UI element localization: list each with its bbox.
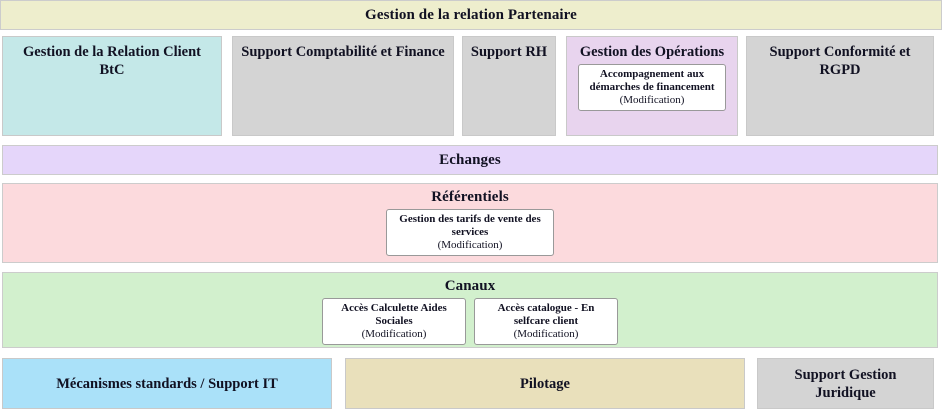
- capability-title: Support Conformité et RGPD: [769, 44, 911, 78]
- card-subtitle: (Modification): [361, 328, 427, 340]
- footer-box-pilotage[interactable]: Pilotage: [345, 358, 745, 409]
- capability-box-support-conformite-rgpd[interactable]: Support Conformité et RGPD: [746, 36, 934, 136]
- capability-title: Support Comptabilité et Finance: [241, 44, 445, 60]
- footer-title: Mécanismes standards / Support IT: [56, 375, 278, 392]
- band-referentiels[interactable]: Référentiels Gestion des tarifs de vente…: [2, 183, 938, 263]
- banner-title: Gestion de la relation Partenaire: [365, 6, 577, 23]
- banner-gestion-relation-partenaire: Gestion de la relation Partenaire: [0, 0, 942, 30]
- card-acces-calculette-aides-sociales[interactable]: Accès Calculette Aides Sociales (Modific…: [322, 298, 466, 345]
- footer-title: Pilotage: [520, 375, 570, 392]
- card-accompagnement-demarches-financement[interactable]: Accompagnement aux démarches de financem…: [578, 64, 726, 111]
- card-title: Accès Calculette Aides Sociales: [341, 302, 447, 327]
- band-title: Canaux: [444, 278, 496, 294]
- capability-box-support-comptabilite-finance[interactable]: Support Comptabilité et Finance: [232, 36, 454, 136]
- card-acces-catalogue-selfcare-client[interactable]: Accès catalogue - En selfcare client (Mo…: [474, 298, 618, 345]
- band-canaux[interactable]: Canaux Accès Calculette Aides Sociales (…: [2, 272, 938, 348]
- band-title: Référentiels: [431, 189, 509, 205]
- capability-title: Gestion des Opérations: [579, 44, 725, 60]
- card-subtitle: (Modification): [619, 94, 685, 106]
- capability-box-support-rh[interactable]: Support RH: [462, 36, 556, 136]
- capability-box-gestion-relation-client-btc[interactable]: Gestion de la Relation Client BtC: [2, 36, 222, 136]
- footer-box-support-gestion-juridique[interactable]: Support Gestion Juridique: [757, 358, 934, 409]
- band-title: Echanges: [439, 151, 501, 168]
- card-subtitle: (Modification): [437, 239, 503, 251]
- footer-title: Support Gestion Juridique: [794, 366, 897, 401]
- band-echanges[interactable]: Echanges: [2, 145, 938, 175]
- card-title: Gestion des tarifs de vente des services: [399, 213, 541, 238]
- card-title: Accompagnement aux démarches de financem…: [589, 68, 715, 93]
- capability-box-gestion-des-operations[interactable]: Gestion des Opérations Accompagnement au…: [566, 36, 738, 136]
- footer-box-mecanismes-standards-support-it[interactable]: Mécanismes standards / Support IT: [2, 358, 332, 409]
- card-subtitle: (Modification): [513, 328, 579, 340]
- capability-title: Gestion de la Relation Client BtC: [22, 44, 202, 78]
- card-title: Accès catalogue - En selfcare client: [497, 302, 595, 327]
- card-gestion-tarifs-vente-services[interactable]: Gestion des tarifs de vente des services…: [386, 209, 554, 256]
- capability-title: Support RH: [470, 44, 548, 60]
